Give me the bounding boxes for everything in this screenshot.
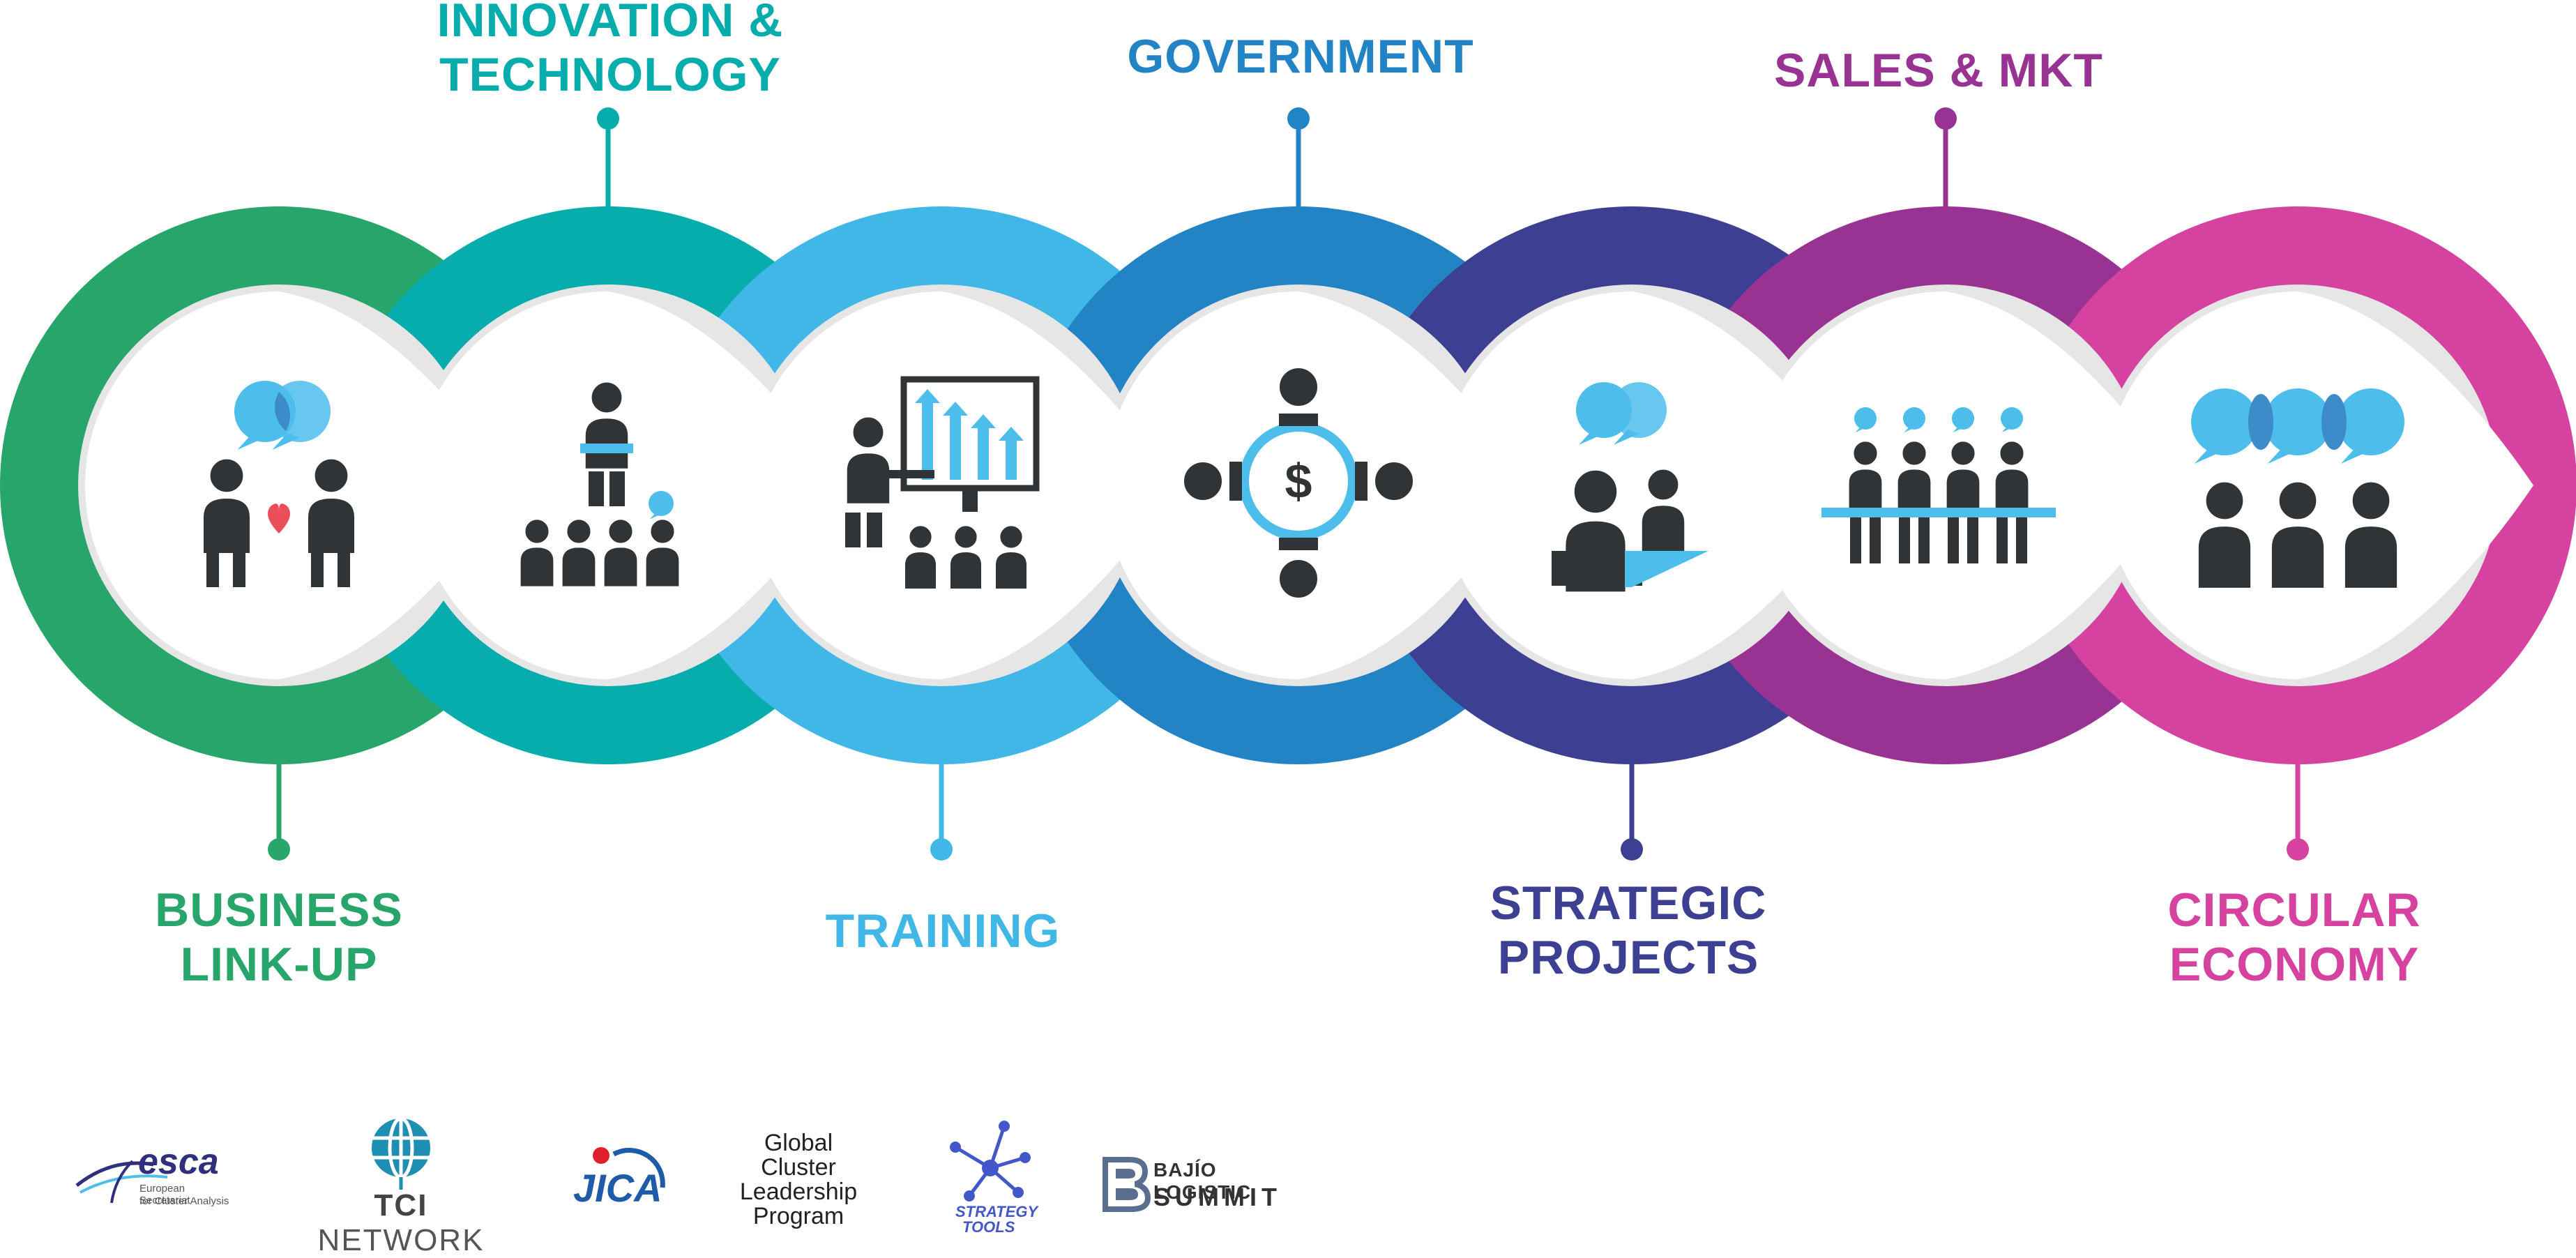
esca-logo: esca European Secretariat for Cluster An…: [70, 1137, 237, 1213]
tci-network-logo: TCI NETWORK: [289, 1114, 513, 1257]
label-government: GOVERNMENT: [1127, 30, 1474, 83]
label-training: TRAINING: [825, 904, 1061, 957]
presenter-audience-icon: [517, 379, 682, 589]
b-monogram-icon: [1103, 1157, 1151, 1212]
team-line-icon: [1821, 407, 2056, 563]
funding-circle-icon: $: [1180, 364, 1417, 602]
connector-sales: [1934, 107, 1957, 213]
disc-business: [85, 291, 515, 679]
strategy-tools-logo: STRATEGY TOOLS: [927, 1119, 1053, 1236]
jica-logo: JICA: [565, 1126, 669, 1217]
connector-layer: [268, 107, 2309, 861]
group-discussion-icon: [2191, 388, 2404, 593]
meeting-pair-icon: [1552, 382, 1709, 598]
connector-training: [930, 757, 953, 861]
connector-business: [268, 757, 290, 861]
connector-innovation: [597, 107, 619, 213]
bajio-logistic-summit-logo: BAJÍO LOGISTIC SUMMIT: [1102, 1156, 1290, 1226]
connector-circular: [2287, 757, 2309, 861]
svg-text:$: $: [1285, 454, 1312, 508]
label-innovation-technology: INNOVATION &TECHNOLOGY: [437, 0, 784, 101]
handshake-people-icon: [199, 381, 358, 587]
globe-icon: [372, 1116, 430, 1190]
label-sales-mkt: SALES & MKT: [1774, 44, 2103, 97]
global-cluster-leadership-program-logo: Global Cluster Leadership Program: [739, 1130, 858, 1229]
network-nodes-icon: [950, 1121, 1031, 1202]
connector-strategic: [1621, 757, 1643, 861]
presentation-board-icon: [843, 376, 1040, 591]
connector-government: [1287, 107, 1310, 213]
